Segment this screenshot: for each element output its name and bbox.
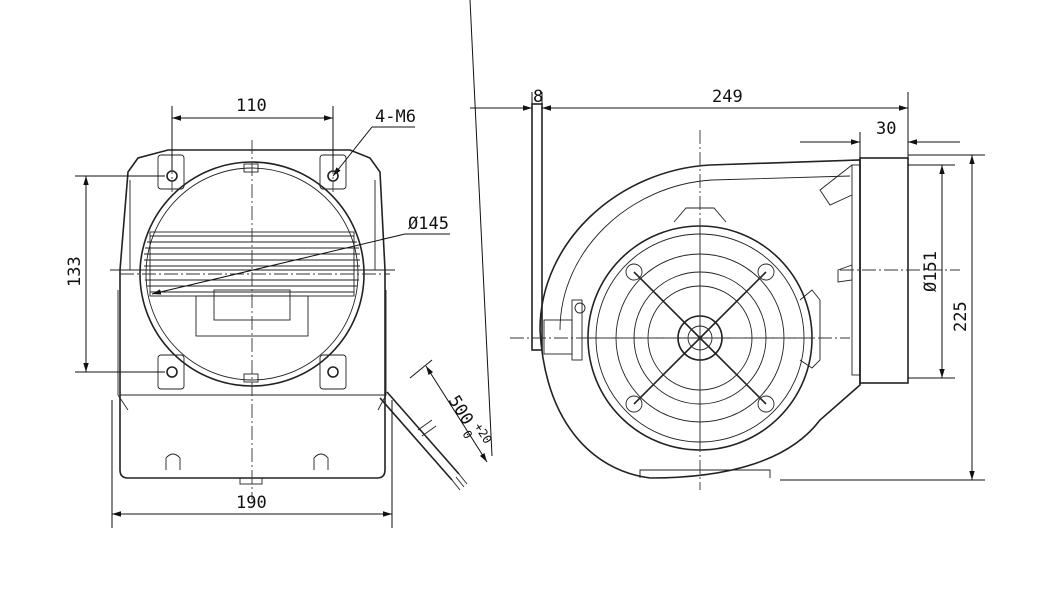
- dim-225: 225: [951, 301, 971, 332]
- dim-thread: 4-M6: [375, 107, 416, 127]
- front-view: 110 4-M6 Ø145 133 190 500 +20 0: [65, 0, 495, 528]
- dim-133: 133: [65, 256, 85, 287]
- dim-8: 8: [533, 87, 543, 107]
- side-view: 8 249 30 Ø151 225: [470, 87, 985, 490]
- dim-outlet-diameter: Ø151: [921, 251, 941, 292]
- dim-249: 249: [712, 87, 743, 107]
- dim-cable-length: 500: [444, 392, 477, 429]
- dim-190: 190: [236, 493, 267, 513]
- dim-110: 110: [236, 96, 267, 116]
- dim-30: 30: [876, 119, 896, 139]
- dim-diameter-inlet: Ø145: [408, 214, 449, 234]
